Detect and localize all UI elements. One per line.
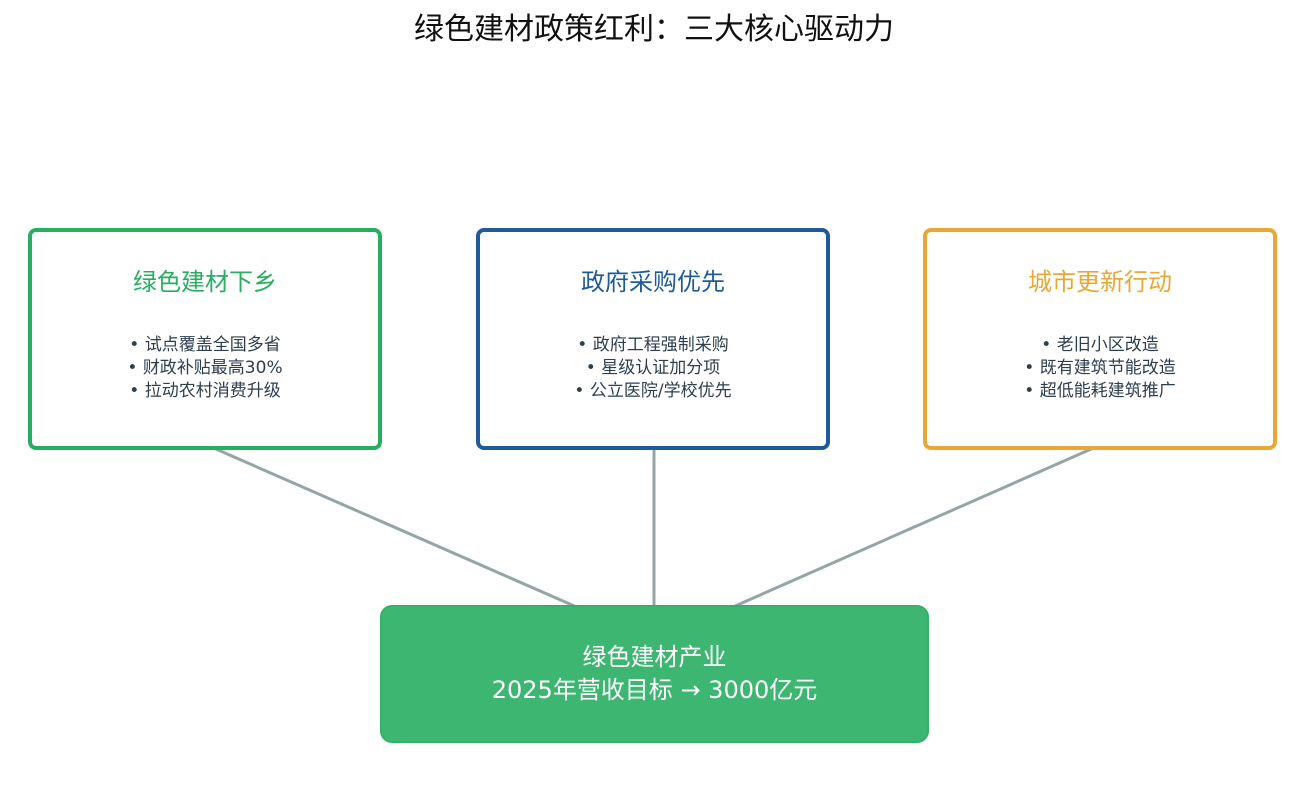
driver-card-procurement: 政府采购优先 政府工程强制采购 星级认证加分项 公立医院/学校优先 bbox=[476, 228, 830, 450]
diagram-title: 绿色建材政策红利：三大核心驱动力 bbox=[414, 12, 894, 47]
driver-point: 老旧小区改造 bbox=[927, 334, 1273, 357]
driver-point: 政府工程强制采购 bbox=[480, 334, 826, 357]
driver-card-points: 政府工程强制采购 星级认证加分项 公立医院/学校优先 bbox=[480, 334, 826, 403]
driver-card-title: 城市更新行动 bbox=[1028, 268, 1172, 296]
driver-point: 超低能耗建筑推广 bbox=[927, 380, 1273, 403]
driver-card-urban-renewal: 城市更新行动 老旧小区改造 既有建筑节能改造 超低能耗建筑推广 bbox=[923, 228, 1277, 450]
result-title: 绿色建材产业 bbox=[582, 643, 727, 671]
driver-card-points: 试点覆盖全国多省 财政补贴最高30% 拉动农村消费升级 bbox=[32, 334, 378, 403]
driver-card-title: 绿色建材下乡 bbox=[133, 268, 277, 296]
driver-point: 试点覆盖全国多省 bbox=[32, 334, 378, 357]
driver-card-rural: 绿色建材下乡 试点覆盖全国多省 财政补贴最高30% 拉动农村消费升级 bbox=[28, 228, 382, 450]
result-target: 2025年营收目标 → 3000亿元 bbox=[491, 676, 818, 704]
driver-point: 既有建筑节能改造 bbox=[927, 357, 1273, 380]
driver-point: 财政补贴最高30% bbox=[32, 357, 378, 380]
driver-point: 公立医院/学校优先 bbox=[480, 380, 826, 403]
driver-card-points: 老旧小区改造 既有建筑节能改造 超低能耗建筑推广 bbox=[927, 334, 1273, 403]
driver-point: 星级认证加分项 bbox=[480, 357, 826, 380]
driver-point: 拉动农村消费升级 bbox=[32, 380, 378, 403]
result-box: 绿色建材产业 2025年营收目标 → 3000亿元 bbox=[380, 605, 929, 743]
driver-card-title: 政府采购优先 bbox=[581, 268, 725, 296]
